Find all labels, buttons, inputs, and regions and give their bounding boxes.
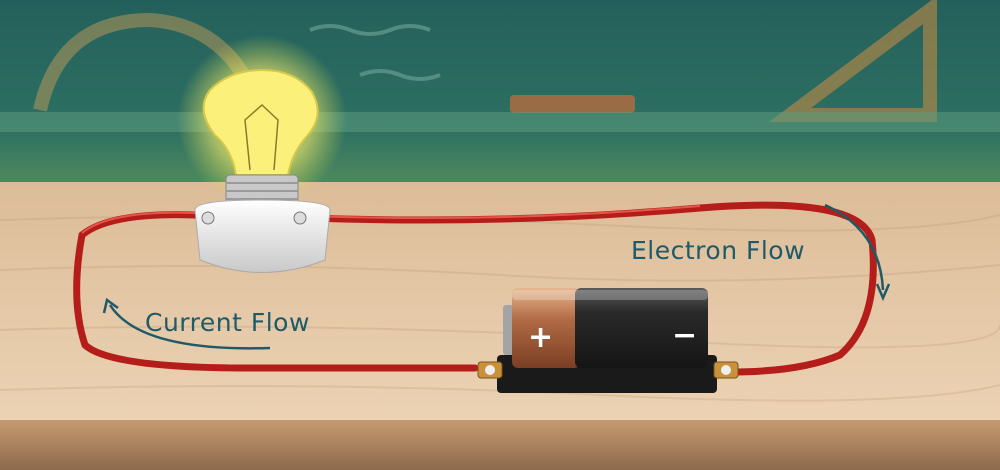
current-flow-label: Current Flow (145, 308, 310, 337)
wire-left (73, 211, 479, 372)
chalk-ledge (0, 112, 1000, 132)
chalk-eraser (510, 95, 635, 113)
electron-flow-arrow (824, 203, 885, 291)
battery-positive-sign: + (528, 320, 554, 355)
battery-negative-sign: − (672, 318, 698, 353)
electron-flow-label: Electron Flow (631, 236, 806, 265)
terminal-left (201, 211, 215, 225)
wire-right (306, 201, 877, 376)
battery-positive-end (512, 288, 580, 368)
light-bulb (202, 68, 319, 176)
chalkboard (0, 0, 1000, 185)
current-flow-arrow (108, 304, 271, 350)
table-edge (0, 420, 1000, 470)
bulb-base (194, 199, 331, 273)
battery-body (575, 288, 708, 368)
terminal-right (293, 211, 307, 225)
